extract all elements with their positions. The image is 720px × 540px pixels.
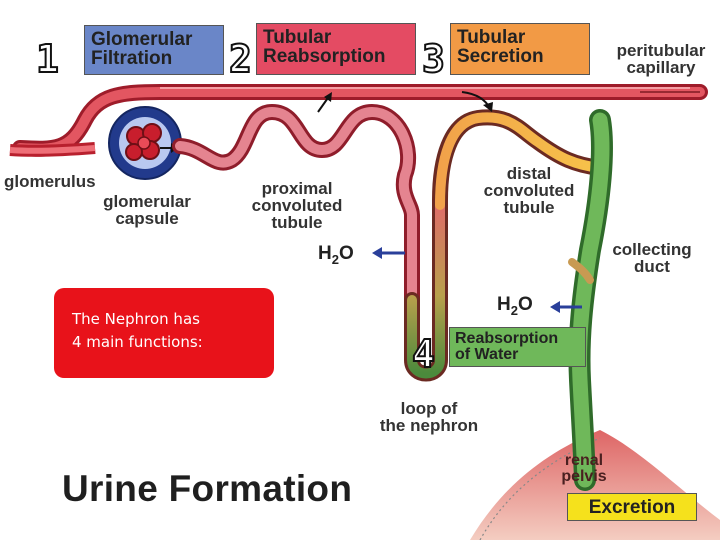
peritubular-label: peritubular capillary bbox=[616, 41, 706, 77]
water-label-2: H2O bbox=[497, 294, 533, 318]
step-3-line1: Tubular bbox=[457, 27, 526, 48]
page-title: Urine Formation bbox=[62, 468, 353, 509]
step-2-line2: Reabsorption bbox=[263, 46, 386, 67]
proximal-label: proximal convoluted tubule bbox=[251, 179, 343, 232]
step-3-line2: Secretion bbox=[457, 46, 544, 67]
step-4-line1: Reabsorption bbox=[455, 330, 559, 347]
step-1-box: Glomerular Filtration bbox=[84, 25, 224, 75]
step-4-number: 4 bbox=[411, 332, 436, 376]
collecting-branch bbox=[568, 258, 594, 284]
step-4-box: Reabsorption of Water bbox=[449, 327, 586, 367]
callout-line2: 4 main functions: bbox=[72, 333, 203, 352]
step-2-box: Tubular Reabsorption bbox=[256, 23, 416, 75]
glomerulus-knot bbox=[125, 123, 162, 161]
collecting-duct-inner bbox=[571, 112, 610, 488]
renal-pelvis-shape bbox=[470, 430, 720, 540]
step-1-line2: Filtration bbox=[91, 48, 173, 69]
step-1-line1: Glomerular bbox=[91, 29, 193, 50]
callout-line1: The Nephron has bbox=[72, 310, 200, 328]
step-2-number: 2 bbox=[228, 37, 253, 81]
pelvis-label: renal pelvis bbox=[561, 452, 607, 485]
step-3-box: Tubular Secretion bbox=[450, 23, 590, 75]
step-2-line1: Tubular bbox=[263, 27, 332, 48]
glomerulus-label: glomerulus bbox=[4, 172, 96, 191]
distal-tubule bbox=[435, 112, 605, 210]
water-label-1: H2O bbox=[318, 243, 354, 267]
step-3-number: 3 bbox=[421, 37, 446, 81]
distal-label: distal convoluted tubule bbox=[483, 164, 575, 217]
capsule-label: glomerular capsule bbox=[103, 192, 191, 228]
loop-of-nephron-inner bbox=[407, 195, 445, 379]
loop-label: loop of the nephron bbox=[379, 399, 479, 435]
step-4-line2: of Water bbox=[455, 346, 519, 363]
step-1-number: 1 bbox=[35, 37, 60, 81]
excretion-box: Excretion bbox=[567, 493, 697, 521]
functions-callout: The Nephron has 4 main functions: bbox=[54, 288, 274, 378]
proximal-tubule-inner bbox=[175, 106, 417, 345]
afferent-arteriole-inner bbox=[9, 145, 96, 154]
collecting-label: collecting duct bbox=[612, 240, 692, 276]
